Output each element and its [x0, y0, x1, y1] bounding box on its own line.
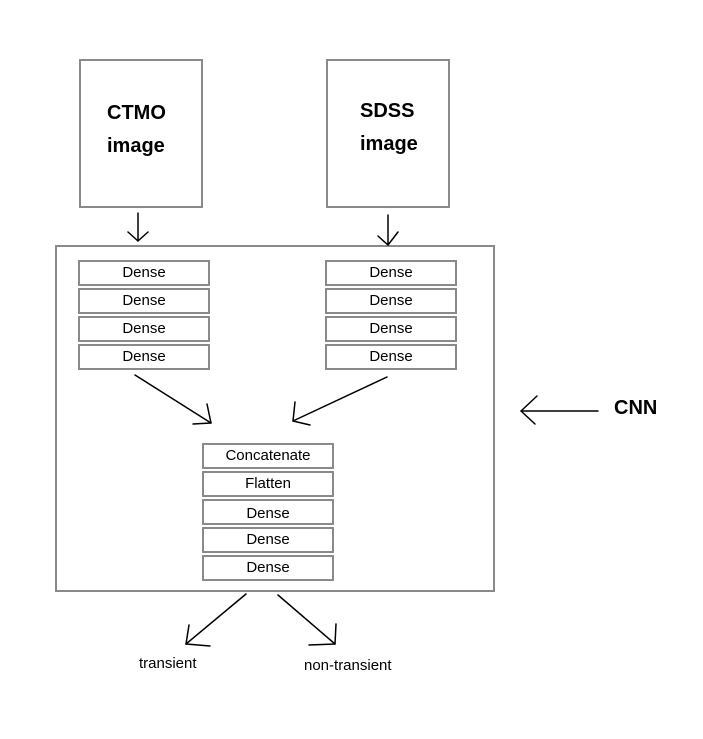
ctmo-image-label: CTMO image — [107, 97, 166, 163]
cnn-pointer-arrow — [520, 395, 599, 425]
concatenate-layer: Concatenate — [202, 443, 334, 469]
ctmo-down-arrow — [127, 212, 149, 242]
right-dense-layer-4: Dense — [325, 344, 457, 370]
sdss-image-label: SDSS image — [360, 95, 418, 161]
ctmo-label-line2: image — [107, 135, 165, 157]
cnn-label: CNN — [614, 397, 658, 419]
left-dense-layer-3: Dense — [78, 316, 210, 342]
merge-dense-layer-2: Dense — [202, 527, 334, 553]
left-merge-arrow — [134, 374, 212, 425]
right-dense-layer-3: Dense — [325, 316, 457, 342]
right-dense-layer-2: Dense — [325, 288, 457, 314]
sdss-down-arrow — [377, 214, 399, 246]
sdss-image-box — [326, 59, 450, 208]
left-dense-layer-4: Dense — [78, 344, 210, 370]
ctmo-image-box — [79, 59, 203, 208]
transient-output-arrow — [185, 593, 247, 647]
left-dense-layer-2: Dense — [78, 288, 210, 314]
sdss-label-line1: SDSS — [360, 100, 415, 122]
right-merge-arrow — [292, 376, 388, 426]
output-non-transient-label: non-transient — [304, 657, 392, 674]
flatten-layer: Flatten — [202, 471, 334, 497]
right-dense-layer-1: Dense — [325, 260, 457, 286]
merge-dense-layer-3: Dense — [202, 555, 334, 581]
left-dense-layer-1: Dense — [78, 260, 210, 286]
merge-dense-layer-1: Dense — [202, 499, 334, 525]
non-transient-output-arrow — [277, 594, 337, 646]
ctmo-label-line1: CTMO — [107, 102, 166, 124]
sdss-label-line2: image — [360, 133, 418, 155]
output-transient-label: transient — [139, 655, 197, 672]
